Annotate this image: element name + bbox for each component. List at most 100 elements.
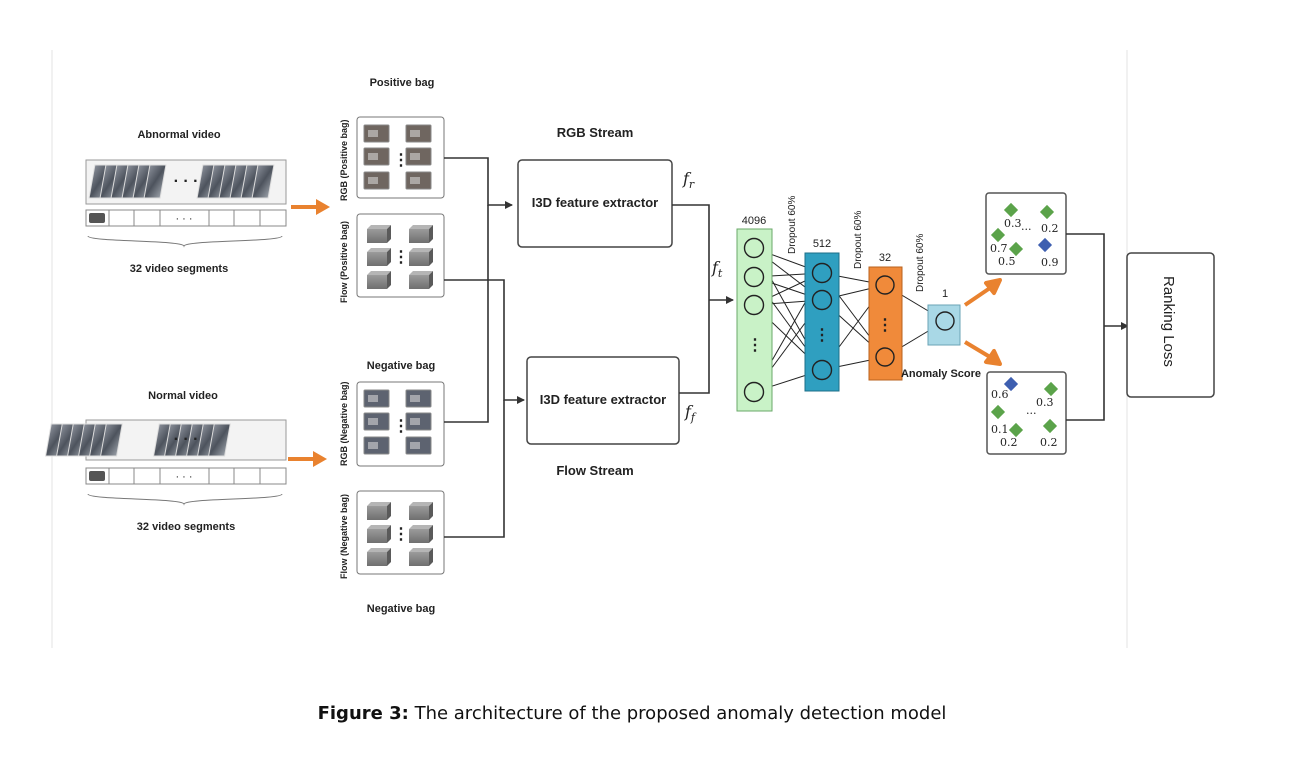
segment-score: 0.5 [998,255,1016,268]
abnormal-segments-brace [87,235,283,248]
segment-score: 0.9 [1041,256,1059,269]
layer-4096-size: 4096 [742,215,766,227]
anomaly-score-label: Anomaly Score [901,368,981,380]
negative-bag-bottom-title: Negative bag [367,603,435,615]
extractor-flow-label: I3D feature extractor [540,392,666,407]
svg-text:⋮: ⋮ [393,249,409,266]
segment-score: 0.7 [990,242,1008,255]
normal-segments-brace [87,493,283,506]
neuron [875,275,895,295]
f-r-symbol: fr [682,169,695,191]
score-diamond [1008,422,1024,438]
neuron [811,262,833,284]
ranking-loss-label: Ranking Loss [1160,276,1177,367]
flow-positive-bag: ⋮ [356,213,445,298]
neuron [875,347,895,367]
score-diamond [1037,237,1053,253]
normal-video-title: Normal video [148,390,218,402]
negative-bag-title: Negative bag [367,360,435,372]
flow-cube [367,225,391,243]
rgb-positive-bag: ⋮ [356,116,445,199]
svg-text:⋮: ⋮ [393,526,409,543]
flow-negative-bag: ⋮ [356,490,445,575]
flow-positive-label: Flow (Positive bag) [339,221,349,303]
segment-score: 0.3 [1004,217,1022,230]
flow-cube [367,548,391,566]
layer-512-size: 512 [813,238,831,250]
neuron [743,237,765,259]
neuron [811,359,833,381]
segment-score: 0.1 [991,423,1009,436]
abnormal-video-strip: · · · [85,159,287,205]
score-arrow-up [963,278,1002,307]
f-t-symbol: ft [711,258,723,280]
extractor-rgb-label: I3D feature extractor [532,195,658,210]
flow-cube [367,525,391,543]
score-diamond [1043,381,1059,397]
abnormal-frames-ellipsis: · · · [174,173,199,190]
rgb-stream-label: RGB Stream [557,125,634,140]
normal-segment-ellipsis: · · · [175,471,192,483]
video-frame [208,423,231,457]
layer-32 [868,266,903,381]
layer-1-size: 1 [942,288,948,300]
score-diamond [990,227,1006,243]
flow-negative-label: Flow (Negative bag) [339,494,349,579]
flow-cube [409,548,433,566]
caption-prefix: Figure 3: [317,703,409,724]
bag-connectors [444,157,525,538]
score-diamond [1008,241,1024,257]
layer-1 [927,304,961,346]
dropout-3-label: Dropout 60% [915,234,926,292]
neuron [935,311,955,331]
abnormal-segment-ellipsis: · · · [175,213,192,225]
score-diamond [1039,204,1055,220]
svg-text:⋮: ⋮ [393,418,409,435]
flow-cube [409,248,433,266]
video-frame [100,423,123,457]
normal-to-bag-arrow [288,451,327,467]
layer-4096 [736,228,773,412]
segment-score: 0.2 [1040,436,1058,449]
neuron [743,381,765,403]
feature-connectors [672,204,734,394]
rgb-negative-bag: ⋮ [356,381,445,467]
segment-score: 0.2 [1000,436,1018,449]
video-frame [251,164,275,199]
abnormal-segment-row: · · · [85,209,287,227]
segment-score: 0.3 [1036,396,1054,409]
figure-caption: Figure 3: The architecture of the propos… [0,703,1264,724]
dropout-1-label: Dropout 60% [787,196,798,254]
score-diamond [1042,418,1058,434]
neuron [743,266,765,288]
layer-32-ellipsis: ⋮ [877,317,893,334]
rgb-positive-label: RGB (Positive bag) [339,119,349,201]
normal-segment-row: · · · [85,467,287,485]
segment-score: ... [1026,404,1037,417]
layer-4096-ellipsis: ⋮ [747,337,763,354]
flow-cube [367,248,391,266]
layer-32-size: 32 [879,252,891,264]
normal-segments-label: 32 video segments [137,521,235,533]
negative-scores-box [986,371,1067,455]
loss-connectors [1066,233,1129,421]
segment-score: ... [1021,220,1032,233]
positive-scores: 0.3 0.2 0.70.5 0.9... [990,202,1059,269]
extractor-flow-box [526,356,680,445]
score-diamond [990,404,1006,420]
score-diamond [1003,376,1019,392]
layer-512 [804,252,840,392]
abnormal-to-bag-arrow [291,199,330,215]
flow-cube [409,502,433,520]
layer-512-ellipsis: ⋮ [814,327,830,344]
svg-text:⋮: ⋮ [393,152,409,169]
flow-cube [409,271,433,289]
segment-score: 0.2 [1041,222,1059,235]
neuron [743,294,765,316]
score-arrow-down [963,340,1002,366]
flow-cube [367,502,391,520]
flow-cube [409,525,433,543]
normal-frames-ellipsis: · · · [174,431,199,448]
